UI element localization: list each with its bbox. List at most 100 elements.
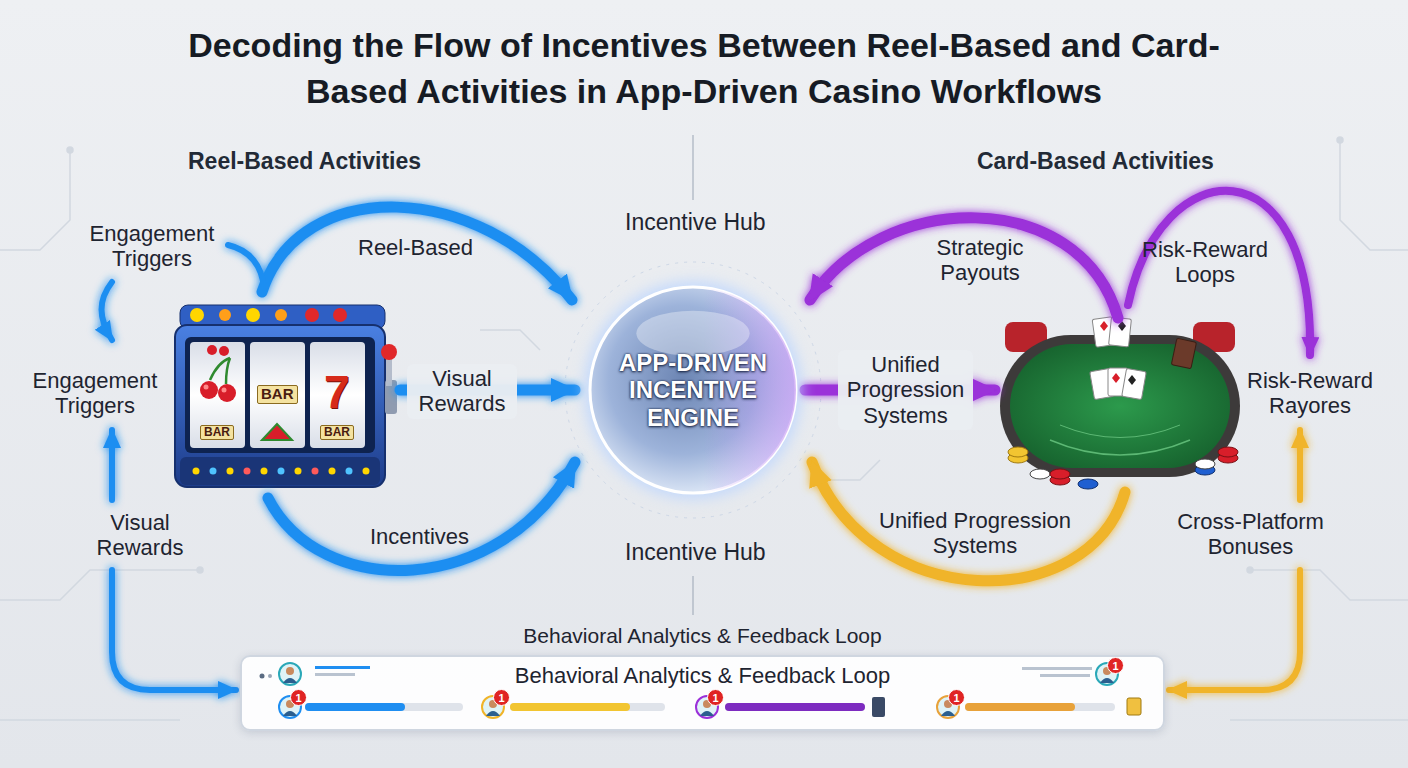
flow-label: Strategic Payouts (920, 235, 1040, 286)
slot-machine-part (219, 346, 229, 356)
slot-machine-part (278, 468, 285, 475)
slot-machine-part (193, 468, 200, 475)
panel-decoration-part-part (486, 711, 500, 716)
card-table-part (1100, 321, 1108, 331)
reel-symbol: BAR (257, 385, 298, 404)
chip-stacks-part (1218, 447, 1238, 457)
card-table-part (1050, 440, 1190, 455)
slot-machine-part (363, 468, 370, 475)
panel-decoration-part-part (268, 674, 272, 678)
circuit-background (0, 137, 1408, 720)
slot-machine-part (275, 309, 287, 321)
chip-stacks-part (1195, 459, 1215, 469)
slot-machine-part (207, 345, 217, 355)
flow-label: Unified Progression Systems (865, 508, 1085, 559)
hub-guides-part (693, 135, 694, 200)
slot-machine (175, 305, 397, 487)
reel-arrow-top (262, 207, 572, 300)
circuit-background-part (820, 460, 880, 480)
panel-decoration-part-part (1022, 667, 1092, 670)
reel-symbol: BAR (200, 425, 234, 440)
diagram-title: Decoding the Flow of Incentives Between … (144, 22, 1264, 114)
circuit-background-part (0, 719, 180, 721)
hub-label: Incentive Hub (625, 209, 766, 235)
left-loop-up (109, 430, 115, 500)
card-table-part (1171, 338, 1196, 369)
panel-decoration-part-part (965, 703, 1115, 711)
slot-machine-part (246, 308, 260, 322)
panel-decoration-part-part (1040, 674, 1090, 677)
panel-decoration-part-part (315, 673, 355, 676)
engine-sphere-part (590, 287, 796, 493)
card-loop-arrow (1128, 191, 1310, 355)
card-table-part (1000, 335, 1240, 477)
panel-decoration-part-part (941, 711, 955, 716)
notification-badge: 1 (948, 689, 965, 706)
slot-machine-part (200, 381, 218, 399)
slot-machine-part (333, 308, 347, 322)
slot-machine-part (204, 385, 209, 390)
slot-machine-part (227, 468, 234, 475)
panel-decoration-part-part (510, 703, 665, 711)
panel-decoration-part-part (725, 703, 865, 711)
engine-circle: APP-DRIVEN INCENTIVE ENGINE (588, 285, 798, 495)
slot-machine-part (261, 468, 268, 475)
notification-badge: 1 (1107, 657, 1124, 674)
flow-label: Visual Rewards (407, 364, 517, 419)
engine-sphere-part (590, 287, 796, 493)
panel-decoration-part-part (872, 697, 885, 717)
hub-label: Incentive Hub (625, 539, 766, 565)
card-table-part (1122, 368, 1147, 399)
analytics-panel: Behavioral Analytics & Feedback LoopBeha… (240, 622, 1165, 731)
card-table-part (1128, 375, 1136, 385)
reel-symbol: BAR (320, 425, 354, 440)
slot-machine-part (185, 337, 375, 453)
circuit-background-part (480, 330, 540, 350)
hub-guides (565, 135, 821, 615)
panel-decoration-part-part (260, 674, 265, 679)
engine-sphere-part (584, 281, 802, 499)
panel-decoration-part-part (725, 703, 865, 711)
panel-title: Behavioral Analytics & Feedback Loop (242, 657, 1163, 689)
slot-machine-part (312, 468, 319, 475)
notification-badge: 1 (290, 689, 307, 706)
right-loop-down (1169, 570, 1300, 690)
panel-decoration-part-part (305, 703, 405, 711)
slot-machine-part (218, 384, 236, 402)
flow-label: Unified Progression Systems (838, 350, 973, 430)
chip-stacks-part (1008, 447, 1028, 457)
slot-machine-part (295, 468, 302, 475)
slot-machine-part (175, 325, 385, 487)
panel-heading: Behavioral Analytics & Feedback Loop (240, 622, 1165, 650)
slot-machine-part (210, 468, 217, 475)
chip-stacks-part (1050, 469, 1070, 479)
panel-decoration-part-part (283, 678, 297, 683)
circuit-background-part (197, 567, 203, 573)
slot-machine-part (222, 388, 227, 393)
card-table (1000, 317, 1240, 489)
panel-decoration-part-part (510, 703, 630, 711)
card-table-part (1010, 344, 1230, 468)
flow-label: Cross-Platform Bonuses (1168, 509, 1333, 560)
slot-machine-part (329, 468, 336, 475)
flow-label: Visual Rewards (85, 510, 195, 561)
slot-machine-part (180, 457, 380, 485)
chip-stacks-part (1030, 469, 1050, 479)
engine-label: APP-DRIVEN INCENTIVE ENGINE (608, 349, 778, 432)
panel-decoration-part-part (283, 711, 297, 716)
card-arrow-bottom (812, 462, 1125, 581)
card-table-part (1112, 373, 1120, 383)
circuit-background-part (1337, 137, 1343, 143)
notification-badge: 1 (707, 689, 724, 706)
section-heading: Reel-Based Activities (188, 148, 421, 174)
flow-label: Reel-Based (358, 235, 473, 260)
slot-machine-part (190, 342, 245, 448)
trigger-arrow (102, 282, 113, 340)
panel-decoration-part-part (315, 666, 370, 669)
right-loop-up (1297, 430, 1303, 500)
chip-stacks-part (1078, 479, 1098, 489)
reel-symbol: 7 (324, 369, 350, 415)
panel-decoration-part-part (965, 703, 1075, 711)
slot-machine-part (250, 342, 305, 448)
